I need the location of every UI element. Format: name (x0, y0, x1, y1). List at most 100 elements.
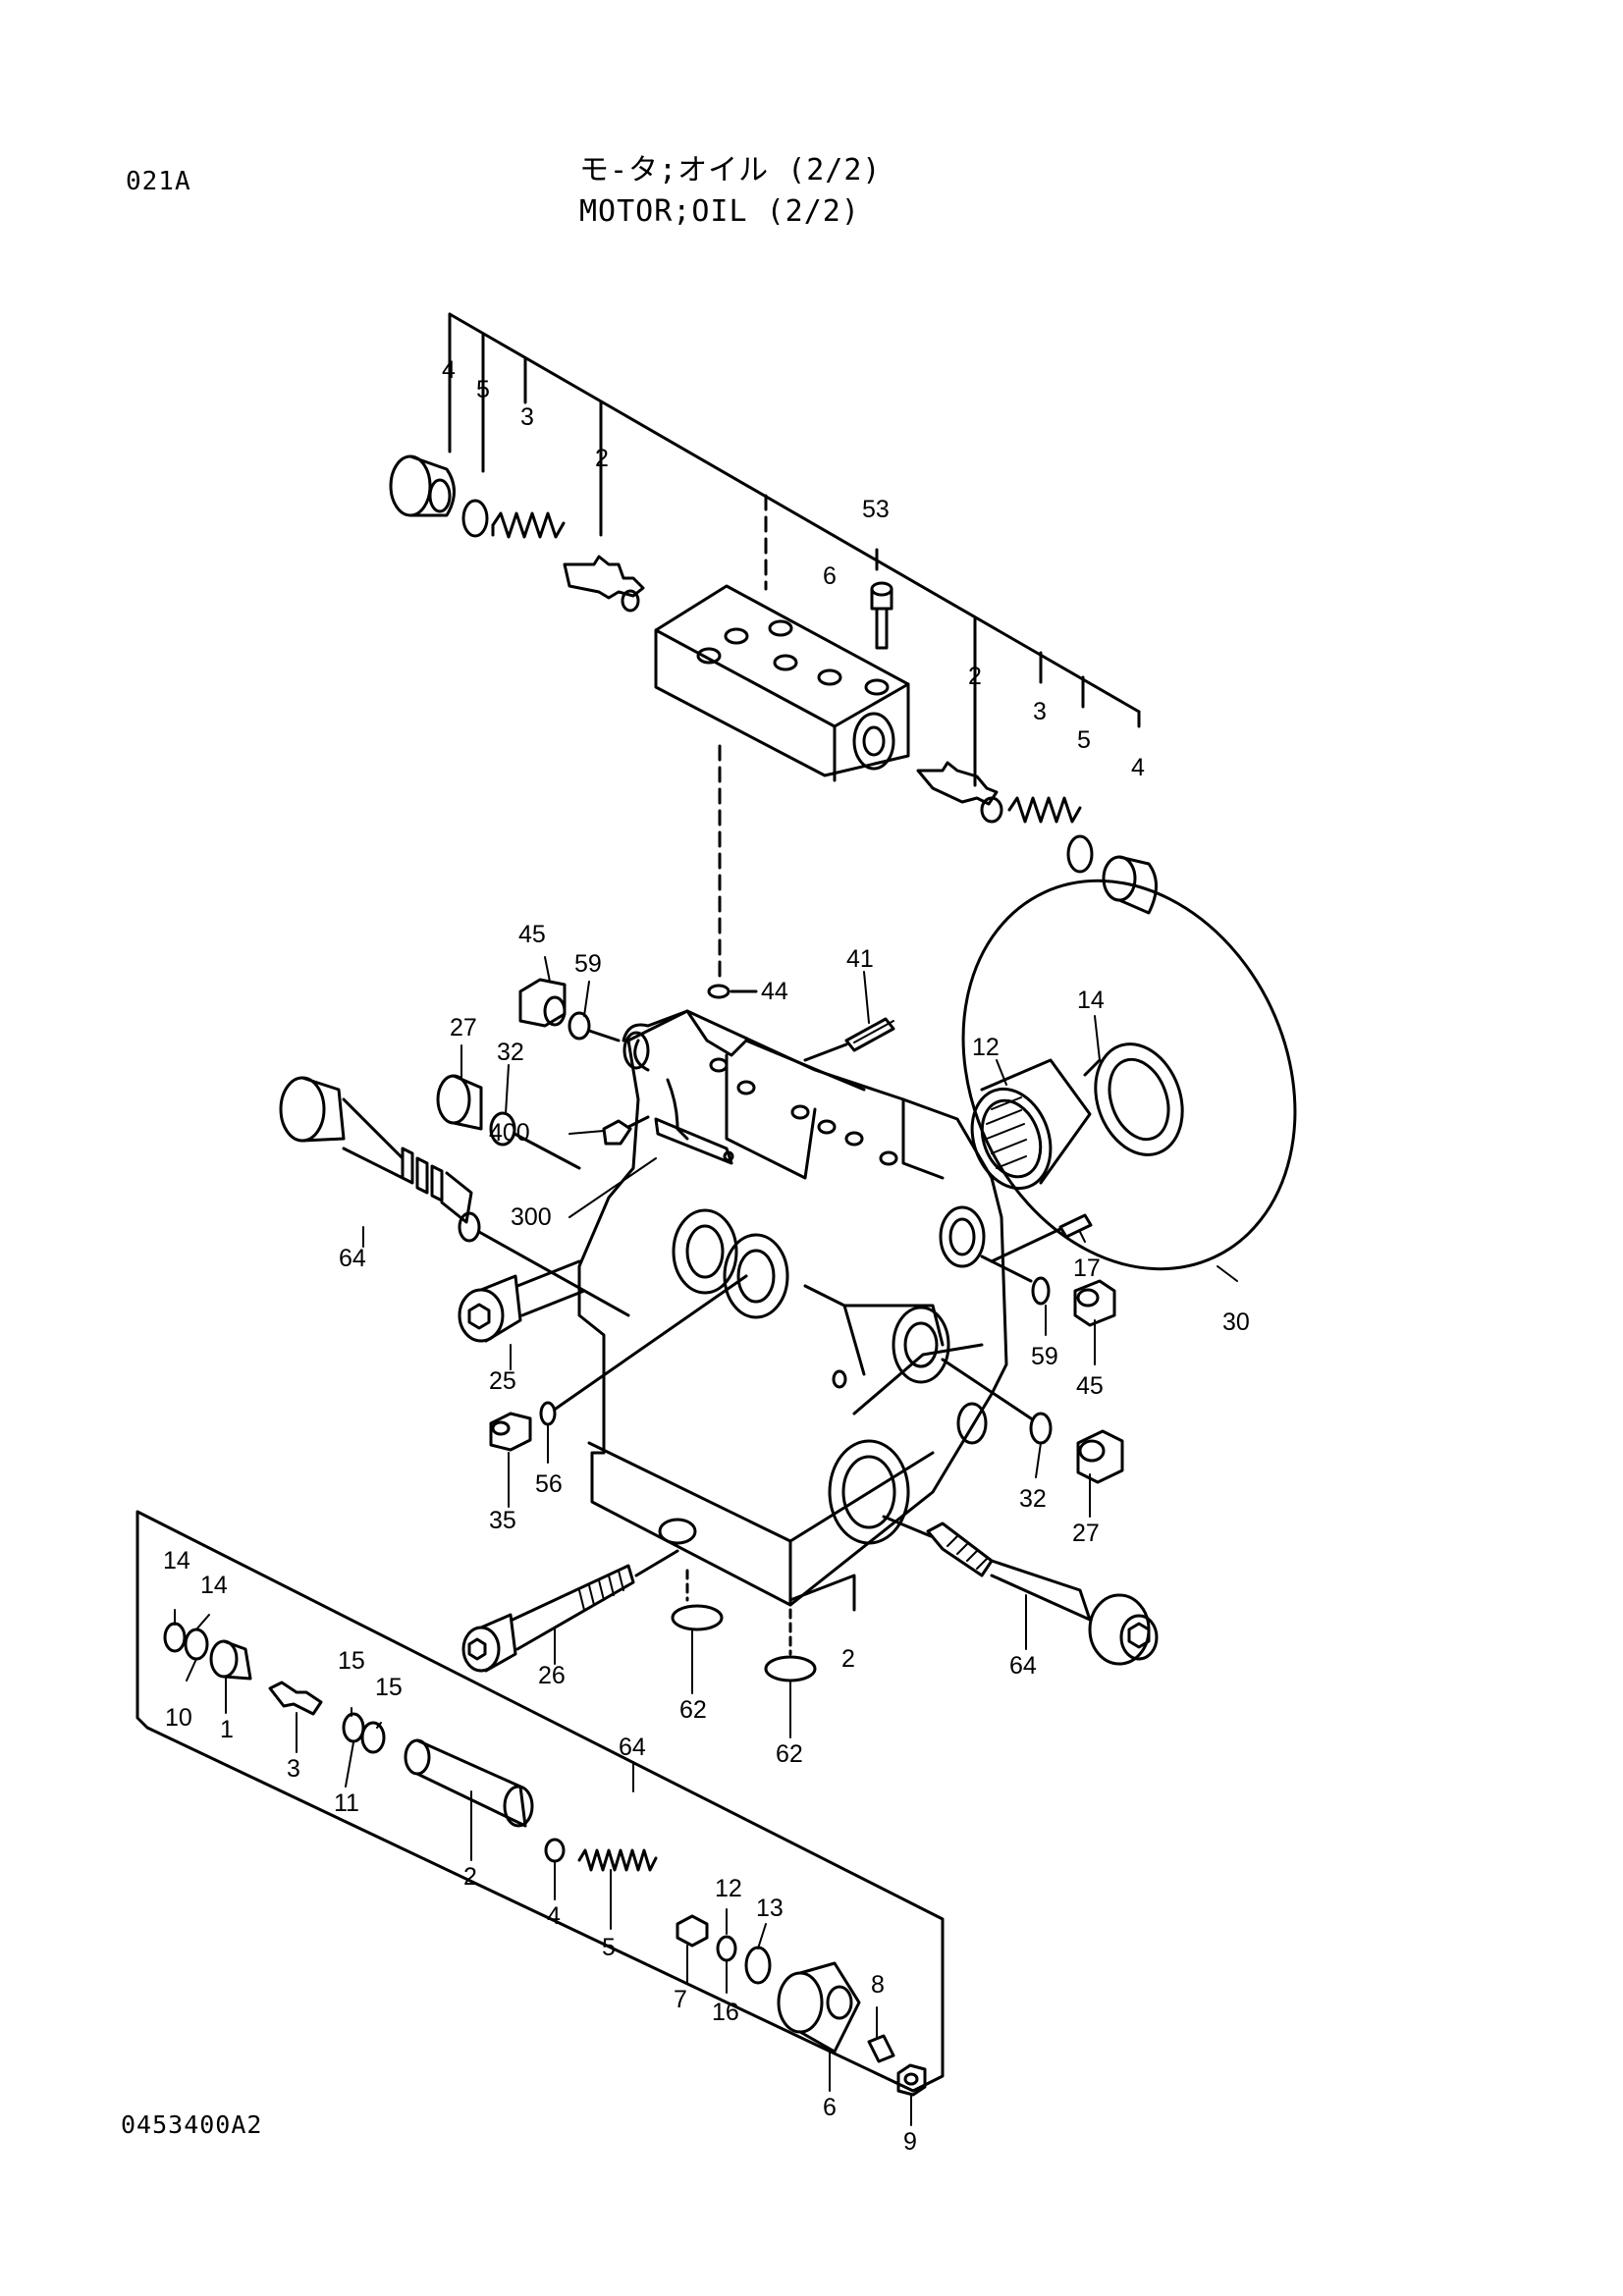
callout-oring-62-b: 62 (776, 1740, 803, 1768)
callout-plug-27-right: 27 (1072, 1520, 1100, 1547)
callout-sub-5: 5 (602, 1934, 616, 1961)
top-left-spring (491, 511, 566, 539)
top-right-plug (1102, 855, 1158, 915)
leader-32-right (941, 1358, 1033, 1420)
valve-block (654, 584, 910, 782)
callout-top-left-plug: 4 (442, 356, 456, 384)
callout-plate-300: 300 (511, 1203, 552, 1231)
callout-sub-10: 10 (165, 1704, 192, 1732)
callout-top-right-spring: 3 (1033, 698, 1047, 725)
callout-valve-64-right: 64 (1009, 1652, 1037, 1680)
bolt-25 (458, 1259, 586, 1343)
callout-sub-15-a: 15 (338, 1647, 365, 1675)
callout-oring-62-a: 62 (679, 1696, 707, 1724)
callout-top-right-plug: 4 (1131, 754, 1145, 781)
callout-sub-16: 16 (712, 1999, 739, 2026)
callout-sub-2: 2 (463, 1863, 477, 1891)
block-bolt (870, 581, 893, 650)
callout-sub-14-a: 14 (163, 1547, 190, 1575)
top-left-plug (389, 454, 456, 517)
callout-oring-32-left: 32 (497, 1039, 524, 1066)
pin-17 (990, 1213, 1093, 1263)
sub-piston-7 (676, 1914, 709, 1948)
callout-bolt-26: 26 (538, 1662, 566, 1689)
callout-bolt-25: 25 (489, 1367, 516, 1395)
callout-sub-64: 64 (619, 1734, 646, 1761)
pin-41 (803, 1017, 895, 1062)
oring-62-b (764, 1655, 817, 1682)
sub-oring-13 (744, 1946, 772, 1985)
sub-snapring-14a (163, 1622, 187, 1653)
top-left-poppet (563, 555, 645, 613)
plug-27-right (1076, 1429, 1124, 1484)
callout-pin-41: 41 (846, 945, 874, 973)
callout-plug-27-left: 27 (450, 1014, 477, 1041)
section-code: 021A (126, 167, 191, 196)
callout-labels: 4 5 3 2 53 6 2 3 5 4 45 59 44 41 27 32 1… (163, 356, 1250, 2156)
sub-poppet-3 (268, 1681, 323, 1716)
callout-top-left-poppet: 2 (595, 445, 609, 472)
oring-59-left (568, 1011, 591, 1041)
subassembly-frame (135, 1510, 945, 2093)
leader-32-left (513, 1132, 581, 1170)
callout-top-right-oring: 5 (1077, 726, 1091, 754)
callout-plug-35: 35 (489, 1507, 516, 1534)
plug-27-left (436, 1074, 483, 1131)
sub-ring-15b (360, 1721, 386, 1754)
top-left-oring (461, 499, 489, 538)
sub-plug-1 (209, 1639, 252, 1681)
callout-bolt-400: 400 (489, 1119, 530, 1147)
callout-plug-45-left: 45 (518, 921, 546, 948)
callout-sub-6: 6 (823, 2094, 837, 2121)
callout-sub-9: 9 (903, 2128, 917, 2156)
bearing-ring (1083, 1042, 1184, 1156)
oring-59-right (1031, 1276, 1051, 1306)
top-group-bracket (448, 312, 1141, 787)
motor-casing (577, 1009, 1008, 1607)
page-title: MOTOR;OIL (2/2) (579, 194, 860, 229)
sub-sleeve-6 (777, 1961, 861, 2054)
leader-59-left (587, 1029, 621, 1042)
sub-snapring-14b (184, 1628, 209, 1661)
callout-casing-2: 2 (841, 1645, 855, 1673)
sub-spool-2 (404, 1738, 534, 1828)
oring-56 (539, 1401, 557, 1426)
page-title-japanese: モ-タ;オイル (2/2) (579, 153, 882, 187)
valve-64-left (279, 1076, 630, 1317)
leader-56 (554, 1274, 748, 1411)
valve-64-right (882, 1515, 1159, 1666)
drawing-number: 0453400A2 (121, 2110, 263, 2139)
callout-sub-7: 7 (674, 1986, 687, 2013)
callout-pin-17: 17 (1073, 1255, 1101, 1282)
oring-32-left (489, 1111, 516, 1147)
sub-nut-9 (896, 2063, 927, 2097)
callout-sub-12: 12 (715, 1875, 742, 1902)
sub-ring-4 (544, 1838, 566, 1863)
bolt-26 (461, 1549, 679, 1673)
callout-oring-32-right: 32 (1019, 1485, 1047, 1513)
callout-oring-56: 56 (535, 1470, 563, 1498)
callout-sub-4: 4 (547, 1902, 561, 1930)
callout-oring-59-right: 59 (1031, 1343, 1058, 1370)
callout-sub-1: 1 (220, 1716, 234, 1743)
callout-sub-14-b: 14 (200, 1572, 228, 1599)
sub-spring-5 (577, 1848, 658, 1872)
plug-45-right (1073, 1279, 1116, 1327)
callout-oring-44: 44 (761, 978, 788, 1005)
callout-oring-59-left: 59 (574, 950, 602, 978)
callout-bearing-14: 14 (1077, 987, 1105, 1014)
top-right-spring (1007, 796, 1082, 824)
sub-screw-8 (867, 2034, 895, 2063)
leader-casing-2 (788, 1574, 856, 1612)
plug-45-left (518, 978, 567, 1028)
callout-top-left-oring: 5 (476, 376, 490, 403)
sub-ring-15a (342, 1712, 365, 1743)
plate (654, 1117, 734, 1165)
callout-sub-15-b: 15 (375, 1674, 403, 1701)
callout-sub-3: 3 (287, 1755, 300, 1783)
callout-plug-45-right: 45 (1076, 1372, 1104, 1400)
callout-sub-8: 8 (871, 1971, 885, 1999)
bolt-400 (602, 1115, 650, 1146)
needle-bearing (970, 1058, 1092, 1191)
